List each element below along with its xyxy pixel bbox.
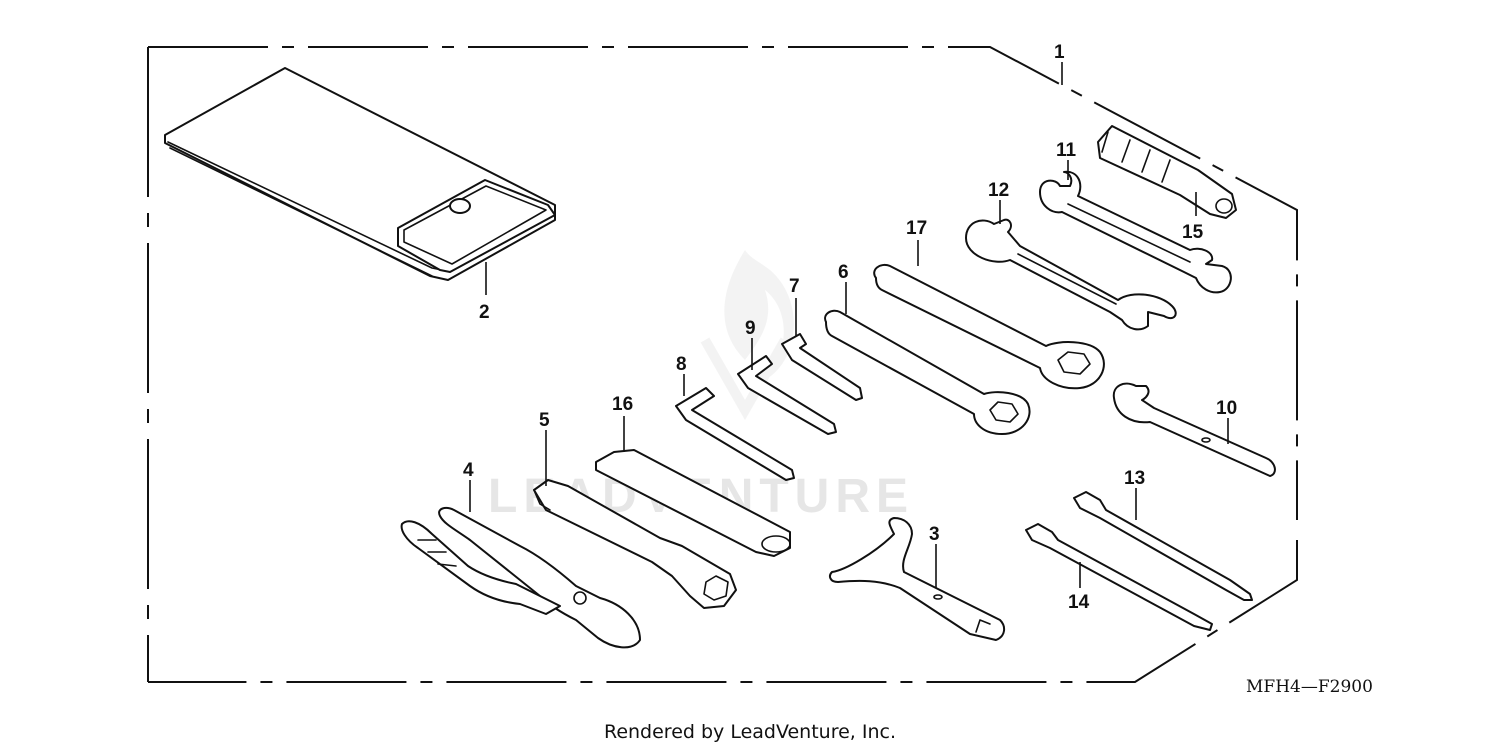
kit-frame — [147, 46, 1298, 683]
callout-14: 14 — [1068, 592, 1090, 613]
pin-spanner — [829, 517, 1006, 641]
hex-key-large — [781, 298, 863, 401]
callout-12: 12 — [988, 180, 1009, 201]
callout-15: 15 — [1182, 222, 1204, 243]
callout-10: 10 — [1216, 398, 1237, 419]
callout-17: 17 — [906, 218, 927, 239]
screwdriver-flat — [1025, 523, 1213, 631]
wrench-10x12 — [1039, 160, 1232, 294]
wrench-8mm — [1112, 382, 1276, 477]
hex-key-small — [675, 374, 795, 481]
callout-labels: 1 2 3 4 5 6 7 8 9 10 11 12 13 14 15 16 1… — [463, 42, 1237, 613]
diagram-code: MFH4—F2900 — [1246, 677, 1373, 697]
callout-2: 2 — [479, 302, 490, 323]
box-wrench-24mm — [873, 240, 1105, 390]
callout-7: 7 — [789, 276, 800, 297]
screwdriver-phillips — [1073, 488, 1253, 601]
callout-8: 8 — [676, 354, 687, 375]
hex-key-medium — [737, 338, 837, 435]
callout-6: 6 — [838, 262, 849, 283]
callout-16: 16 — [612, 394, 633, 415]
callout-11: 11 — [1056, 140, 1077, 161]
callout-4: 4 — [463, 460, 474, 481]
pliers — [400, 480, 641, 649]
box-wrench-17mm — [824, 282, 1031, 435]
callout-5: 5 — [539, 410, 550, 431]
wrench-14x17 — [965, 200, 1177, 331]
spark-plug-wrench — [533, 430, 737, 609]
callout-9: 9 — [745, 318, 756, 339]
screwdriver-grip — [1097, 125, 1237, 219]
extension-bar — [595, 416, 791, 557]
callout-13: 13 — [1124, 468, 1145, 489]
render-credit: Rendered by LeadVenture, Inc. — [604, 721, 896, 743]
callout-3: 3 — [929, 524, 940, 545]
tool-bag — [164, 67, 556, 295]
callout-1: 1 — [1054, 42, 1065, 63]
